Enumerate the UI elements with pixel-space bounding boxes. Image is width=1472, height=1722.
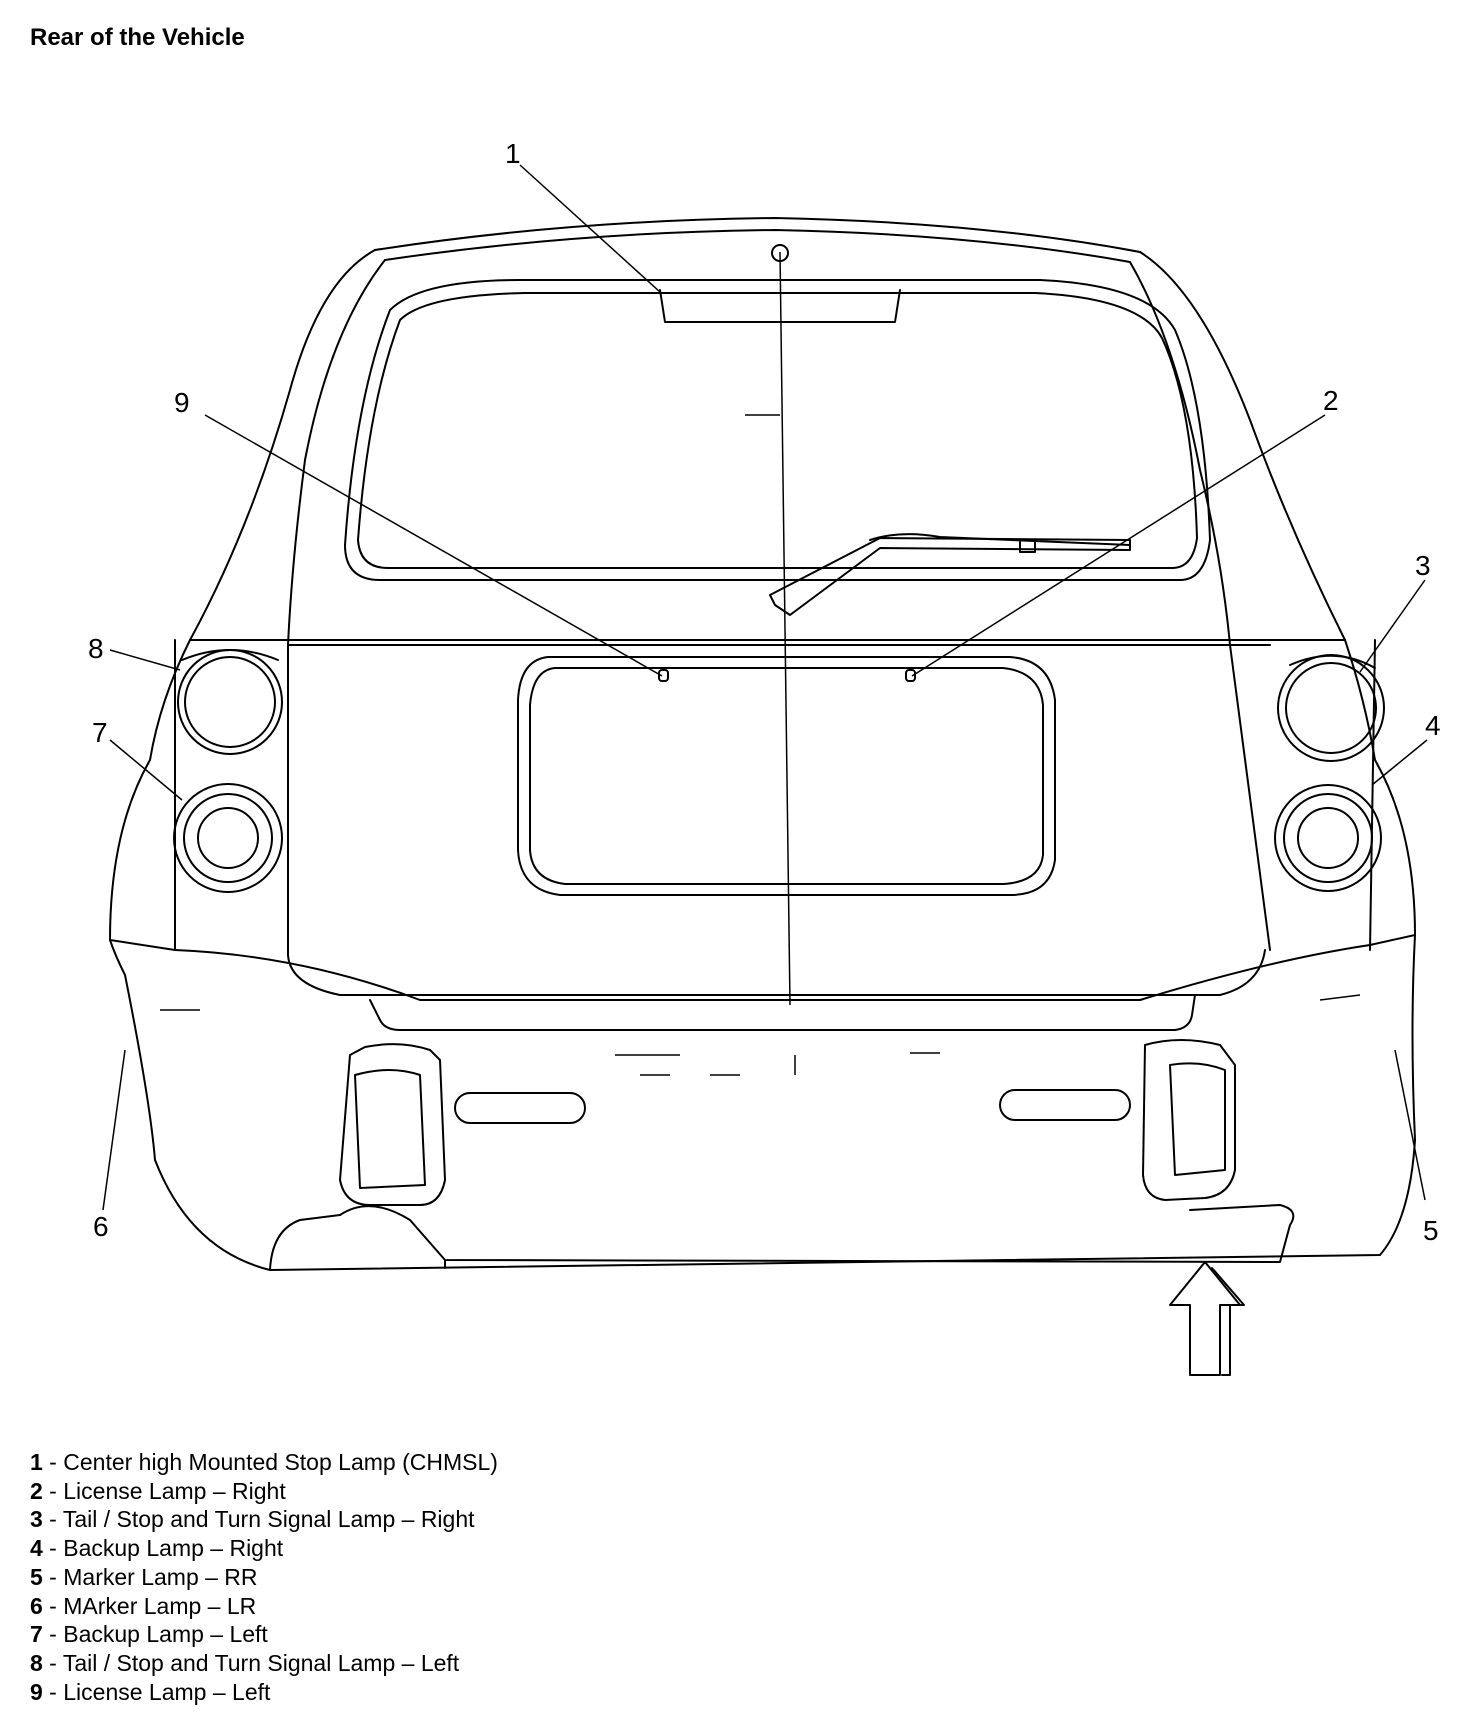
legend-number: 2 xyxy=(30,1477,43,1504)
legend-text: Tail / Stop and Turn Signal Lamp – Left xyxy=(62,1649,460,1676)
legend-item: 2 - License Lamp – Right xyxy=(30,1477,498,1506)
legend-separator: - xyxy=(42,1506,63,1533)
legend-separator: - xyxy=(42,1449,64,1475)
legend-separator: - xyxy=(42,1592,64,1619)
callout-1: 1 xyxy=(505,138,521,169)
legend-item: 9 - License Lamp – Left xyxy=(30,1678,498,1707)
legend-number: 8 xyxy=(30,1649,43,1676)
legend-item: 5 - Marker Lamp – RR xyxy=(30,1563,498,1592)
vehicle-rear-illustration: 1 2 3 4 5 6 7 8 9 xyxy=(88,138,1441,1376)
legend-text: Center high Mounted Stop Lamp (CHMSL) xyxy=(63,1449,498,1475)
callout-7: 7 xyxy=(92,717,108,748)
legend-separator: - xyxy=(42,1563,64,1590)
legend-text: Marker Lamp – RR xyxy=(63,1563,258,1590)
rear-bumper xyxy=(109,934,1416,1271)
callout-9: 9 xyxy=(174,387,190,418)
legend-number: 7 xyxy=(30,1621,43,1648)
right-backup-lamp xyxy=(1274,784,1382,892)
legend-text: License Lamp – Right xyxy=(63,1477,286,1504)
legend-text: Tail / Stop and Turn Signal Lamp – Right xyxy=(62,1506,475,1533)
left-tail-lamp xyxy=(177,649,283,755)
legend-separator: - xyxy=(42,1477,64,1504)
callout-2: 2 xyxy=(1323,385,1339,416)
legend-number: 6 xyxy=(30,1592,43,1619)
right-tail-lamp xyxy=(1277,654,1385,762)
legend-separator: - xyxy=(42,1678,64,1705)
rear-wiper xyxy=(769,533,1131,616)
legend-separator: - xyxy=(42,1535,64,1562)
legend-item: 4 - Backup Lamp – Right xyxy=(30,1534,498,1563)
legend-item: 7 - Backup Lamp – Left xyxy=(30,1620,498,1649)
left-backup-lamp xyxy=(173,783,283,893)
leader-lines xyxy=(102,164,1428,1211)
callout-numbers: 1 2 3 4 5 6 7 8 9 xyxy=(88,138,1441,1246)
legend-separator: - xyxy=(42,1621,64,1648)
legend-number: 3 xyxy=(30,1506,43,1533)
callout-3: 3 xyxy=(1415,550,1431,581)
legend-text: Backup Lamp – Right xyxy=(63,1535,284,1562)
rear-window xyxy=(344,279,1211,581)
left-reflector xyxy=(339,1043,446,1206)
legend-item: 1 - Center high Mounted Stop Lamp (CHMSL… xyxy=(30,1448,498,1477)
legend-item: 6 - MArker Lamp – LR xyxy=(30,1592,498,1621)
right-reflector xyxy=(1142,1039,1236,1201)
legend-number: 9 xyxy=(30,1678,43,1705)
vehicle-body xyxy=(109,217,1416,956)
page-title: Rear of the Vehicle xyxy=(30,24,245,51)
legend-number: 1 xyxy=(30,1449,43,1475)
legend-item: 3 - Tail / Stop and Turn Signal Lamp – R… xyxy=(30,1505,498,1534)
legend-text: MArker Lamp – LR xyxy=(63,1592,257,1619)
liftgate-lower xyxy=(287,644,1271,996)
legend-separator: - xyxy=(42,1649,63,1676)
legend-text: Backup Lamp – Left xyxy=(63,1621,268,1648)
callout-8: 8 xyxy=(88,633,104,664)
liftgate-centerline xyxy=(779,251,791,1006)
direction-arrow xyxy=(1169,1261,1245,1376)
legend-number: 4 xyxy=(30,1535,43,1562)
callout-4: 4 xyxy=(1425,710,1441,741)
legend-number: 5 xyxy=(30,1563,43,1590)
legend-text: License Lamp – Left xyxy=(63,1678,271,1705)
callout-5: 5 xyxy=(1423,1215,1439,1246)
legend-item: 8 - Tail / Stop and Turn Signal Lamp – L… xyxy=(30,1649,498,1678)
bumper-slots xyxy=(454,1089,1131,1124)
callout-6: 6 xyxy=(93,1211,109,1242)
legend-list: 1 - Center high Mounted Stop Lamp (CHMSL… xyxy=(30,1448,498,1706)
license-lamps xyxy=(658,669,916,682)
